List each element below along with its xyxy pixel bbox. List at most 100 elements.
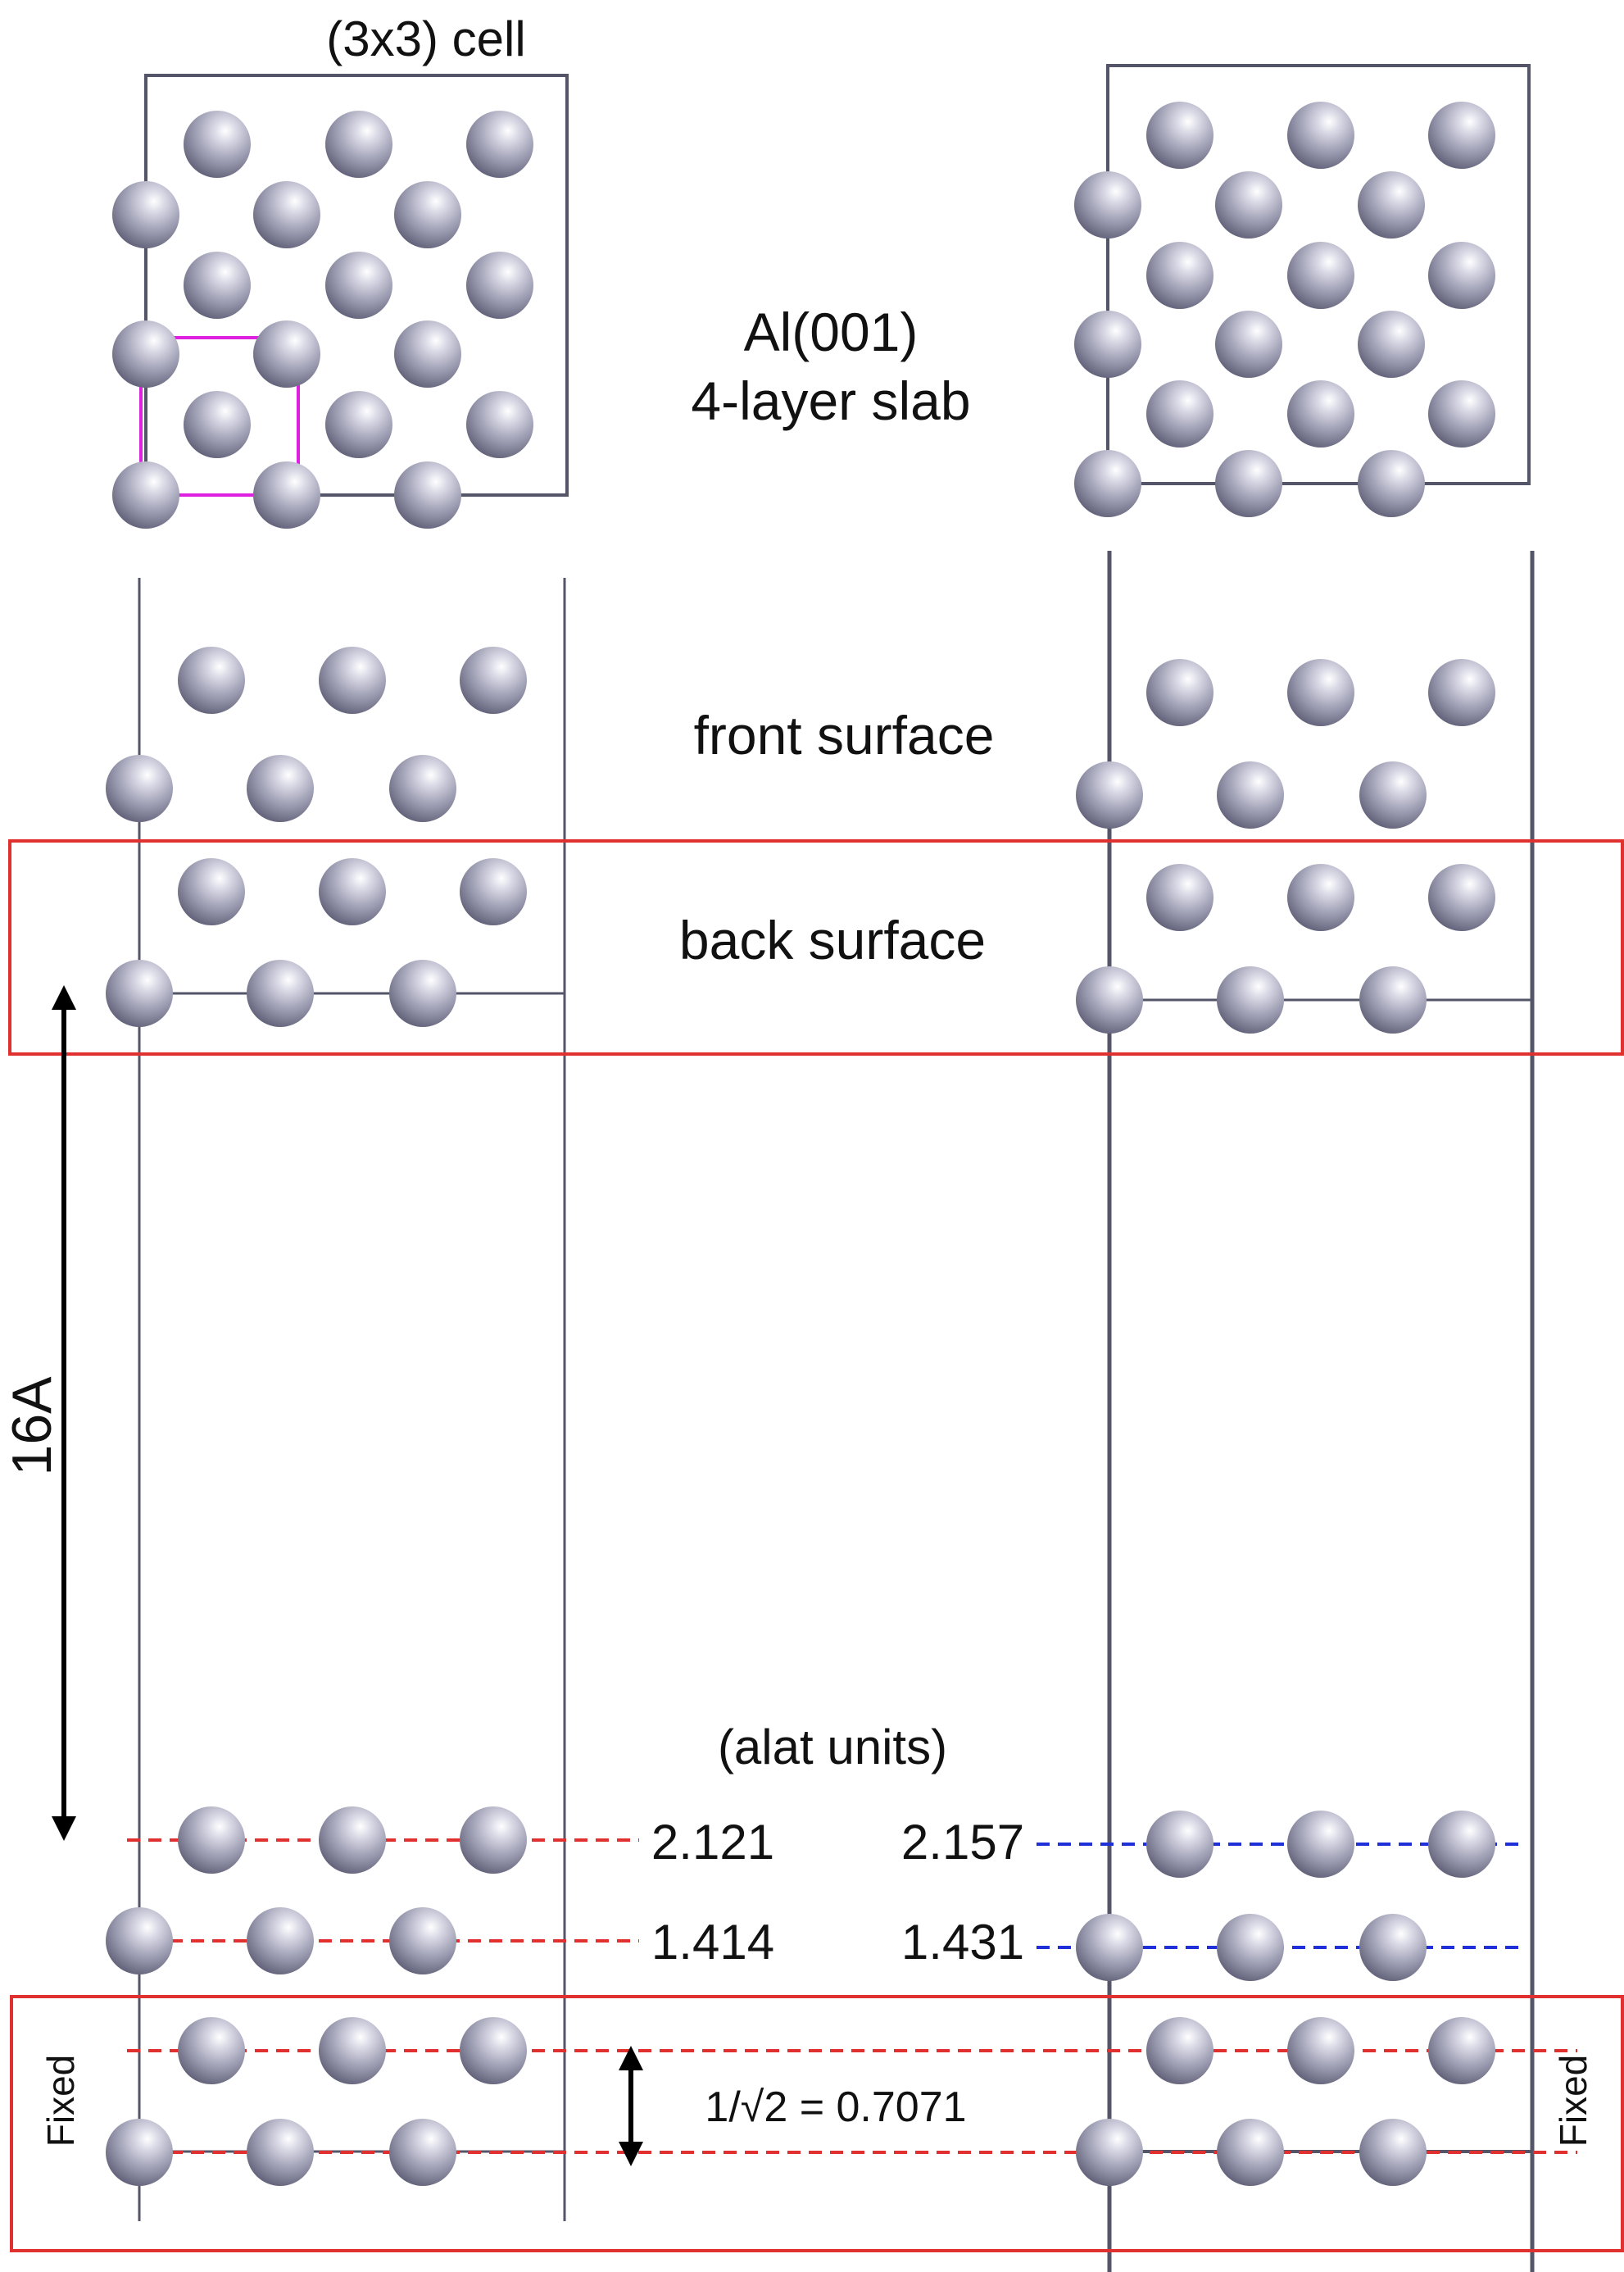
al-atom-right-top xyxy=(1358,311,1425,378)
al-atom-left-side xyxy=(247,755,314,822)
al-atom-left-side xyxy=(178,858,245,925)
back-surface-label: back surface xyxy=(679,910,986,970)
al-atom-left-top xyxy=(325,391,392,458)
al-atom-right-side xyxy=(1428,659,1495,726)
units-label: (alat units) xyxy=(718,1720,947,1774)
left-layer4-height: 2.121 xyxy=(651,1815,774,1870)
back-surface-box xyxy=(8,839,1624,1056)
al-atom-left-top xyxy=(112,320,179,388)
al-atom-right-top xyxy=(1146,102,1213,169)
al-atom-right-top xyxy=(1428,242,1495,309)
al-atom-right-side xyxy=(1146,864,1213,931)
al-atom-left-top xyxy=(184,111,251,178)
al-atom-right-side xyxy=(1217,966,1284,1034)
cell-label: (3x3) cell xyxy=(326,11,525,66)
al-atom-right-top xyxy=(1215,450,1282,517)
al-atom-right-top xyxy=(1358,450,1425,517)
fixed-layers-box xyxy=(10,1995,1624,2252)
al-atom-left-side xyxy=(319,647,386,714)
al-atom-left-top xyxy=(466,391,533,458)
al-atom-left-side xyxy=(460,2017,527,2084)
al-atom-left-top xyxy=(394,181,461,248)
al-atom-right-side xyxy=(1076,966,1143,1034)
al-atom-left-side xyxy=(247,1907,314,1974)
al-atom-right-top xyxy=(1074,450,1141,517)
right-fixed-label: Fixed xyxy=(1552,2055,1595,2147)
al-atom-left-side xyxy=(319,2017,386,2084)
al-atom-right-side xyxy=(1359,966,1427,1034)
al-atom-left-top xyxy=(184,391,251,458)
al-atom-right-side xyxy=(1287,864,1354,931)
al-atom-left-top xyxy=(394,461,461,529)
al-atom-right-top xyxy=(1146,242,1213,309)
al-atom-right-top xyxy=(1074,171,1141,239)
al-atom-left-side xyxy=(106,960,173,1027)
al-atom-right-side xyxy=(1428,864,1495,931)
al-atom-left-side xyxy=(389,960,456,1027)
al-atom-right-side xyxy=(1428,2017,1495,2084)
al-atom-left-side xyxy=(460,647,527,714)
al-atom-left-side xyxy=(389,755,456,822)
al-atom-left-side xyxy=(319,858,386,925)
vacuum-label: 16A xyxy=(1,1376,63,1476)
left-layer3-height: 1.414 xyxy=(651,1915,774,1970)
al-atom-left-side xyxy=(247,2119,314,2186)
al-atom-right-top xyxy=(1146,380,1213,448)
al-atom-right-side xyxy=(1287,1811,1354,1878)
al-atom-right-side xyxy=(1359,2119,1427,2186)
al-atom-left-side xyxy=(460,858,527,925)
al-atom-right-side xyxy=(1287,2017,1354,2084)
al-atom-right-top xyxy=(1215,311,1282,378)
al-atom-right-top xyxy=(1287,242,1354,309)
al-atom-right-top xyxy=(1428,380,1495,448)
primitive-cell-box xyxy=(139,336,300,497)
al-atom-left-top xyxy=(253,320,320,388)
al-atom-left-top xyxy=(184,252,251,319)
al-atom-right-side xyxy=(1428,1811,1495,1878)
al-atom-right-top xyxy=(1358,171,1425,239)
al-atom-right-side xyxy=(1076,1914,1143,1981)
front-surface-label: front surface xyxy=(694,705,995,766)
al-atom-left-top xyxy=(112,461,179,529)
al-atom-right-top xyxy=(1215,171,1282,239)
al-atom-left-side xyxy=(389,1907,456,1974)
al-atom-left-side xyxy=(178,1806,245,1874)
al-atom-right-side xyxy=(1217,761,1284,829)
al-atom-left-side xyxy=(319,1806,386,1874)
al-atom-left-top xyxy=(253,181,320,248)
al-atom-left-side xyxy=(106,755,173,822)
slab-title-line2: 4-layer slab xyxy=(691,370,970,431)
al-atom-right-side xyxy=(1076,761,1143,829)
al-atom-left-top xyxy=(253,461,320,529)
al-atom-left-top xyxy=(112,181,179,248)
al-atom-right-side xyxy=(1146,2017,1213,2084)
al-atom-left-top xyxy=(394,320,461,388)
al-atom-left-side xyxy=(247,960,314,1027)
al-atom-left-side xyxy=(106,1907,173,1974)
al-atom-right-side xyxy=(1146,1811,1213,1878)
al-atom-left-side xyxy=(389,2119,456,2186)
al-atom-right-side xyxy=(1146,659,1213,726)
right-top-view-cell xyxy=(1106,64,1531,485)
al-atom-left-top xyxy=(466,252,533,319)
right-layer3-height: 1.431 xyxy=(901,1915,1024,1970)
al-atom-right-top xyxy=(1287,102,1354,169)
al-atom-right-side xyxy=(1217,1914,1284,1981)
al-atom-left-side xyxy=(178,2017,245,2084)
al-atom-left-top xyxy=(325,252,392,319)
right-layer4-height: 2.157 xyxy=(901,1815,1024,1870)
left-top-view-cell xyxy=(144,74,569,497)
al-atom-right-side xyxy=(1076,2119,1143,2186)
al-atom-left-side xyxy=(460,1806,527,1874)
left-fixed-label: Fixed xyxy=(39,2055,82,2147)
atoms xyxy=(106,102,1495,2186)
al-atom-left-top xyxy=(325,111,392,178)
al-atom-right-side xyxy=(1287,659,1354,726)
al-atom-right-top xyxy=(1428,102,1495,169)
al-atom-right-side xyxy=(1359,1914,1427,1981)
al-atom-right-top xyxy=(1287,380,1354,448)
slab-title-line1: Al(001) xyxy=(744,302,919,362)
al-atom-right-side xyxy=(1217,2119,1284,2186)
al-atom-left-side xyxy=(178,647,245,714)
